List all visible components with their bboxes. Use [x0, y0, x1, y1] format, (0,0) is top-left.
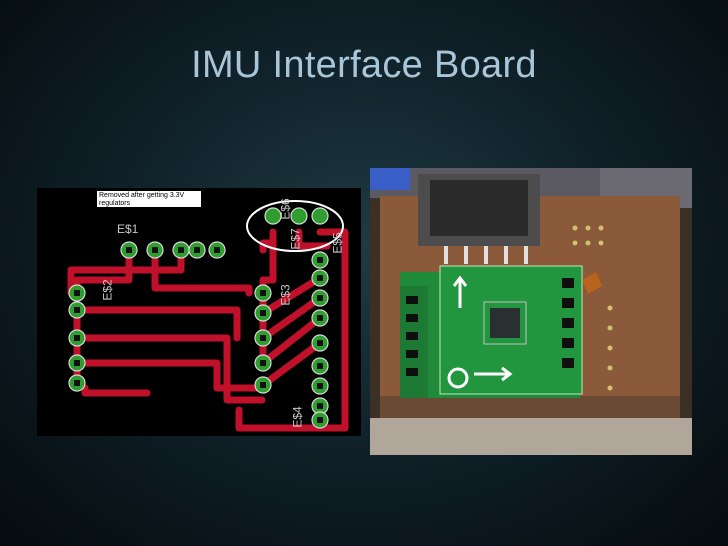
- pcb-traces: [67, 200, 349, 432]
- copper-traces: [67, 228, 349, 432]
- label-e2: E$2: [100, 279, 115, 301]
- pads: [68, 207, 329, 429]
- label-e7: E$7: [288, 228, 303, 250]
- pcb-layout-image: Removed after getting 3.3V regulators E$…: [37, 188, 361, 436]
- label-e3: E$3: [278, 284, 293, 306]
- pad-holes: [74, 247, 323, 423]
- highlight-ellipse: [246, 200, 344, 252]
- slide-title: IMU Interface Board: [191, 44, 537, 86]
- label-e1: E$1: [117, 222, 139, 236]
- label-e5: E$5: [330, 232, 345, 254]
- label-e4: E$4: [290, 406, 305, 428]
- board-photo: [370, 168, 692, 455]
- label-e6: E$6: [278, 198, 293, 220]
- board-photo-illustration: [370, 168, 692, 455]
- removed-note: Removed after getting 3.3V regulators: [97, 191, 201, 207]
